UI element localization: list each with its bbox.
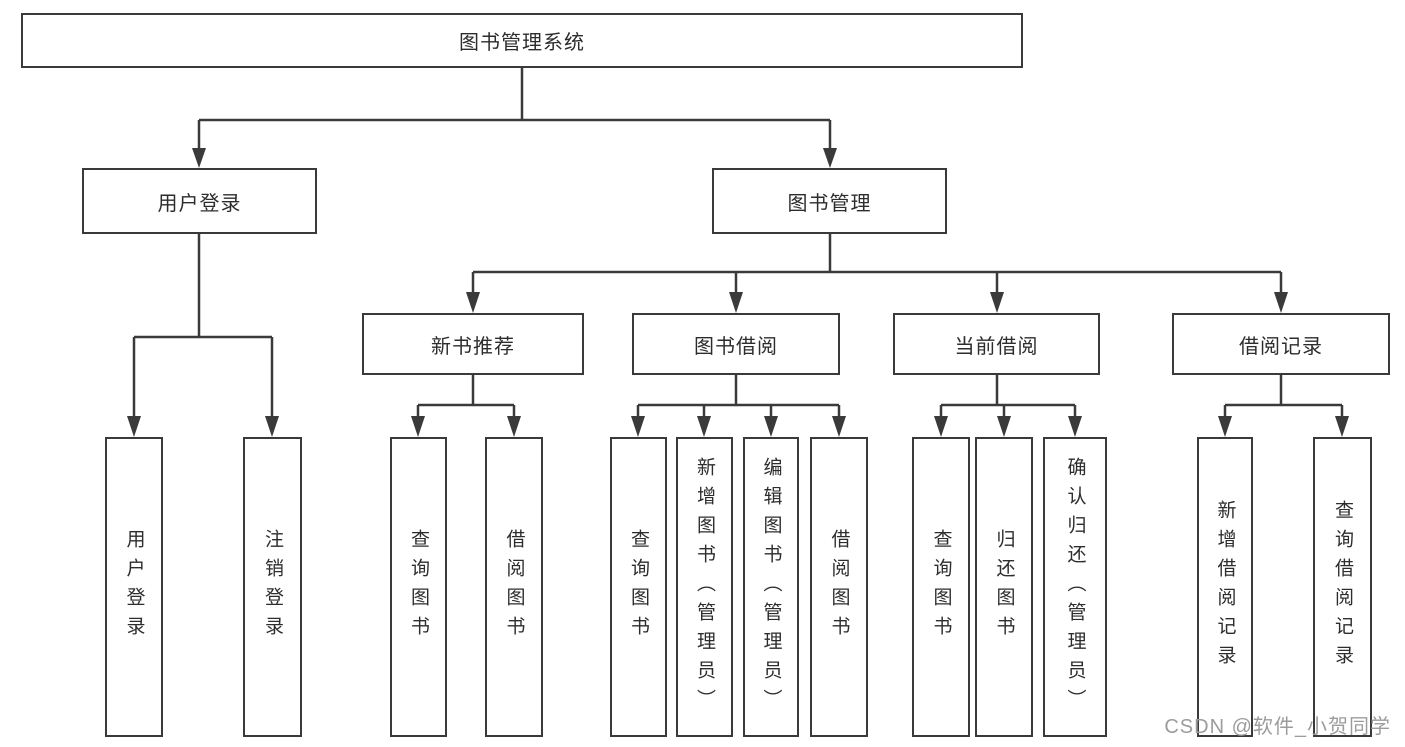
node-book-management: 图书管理 (712, 168, 947, 234)
leaf-query-books-current: 查询图书 (912, 437, 970, 737)
arrowhead (934, 416, 948, 437)
leaf-add-books-admin: 新增图书（管理员） (676, 437, 733, 737)
arrowhead (127, 416, 141, 437)
arrowhead (990, 292, 1004, 313)
arrowhead (631, 416, 645, 437)
node-user-login: 用户登录 (82, 168, 317, 234)
watermark: CSDN @软件_小贺同学 (1164, 716, 1391, 738)
arrowhead (411, 416, 425, 437)
arrowhead (764, 416, 778, 437)
node-book-borrowing: 图书借阅 (632, 313, 840, 375)
arrowhead (1335, 416, 1349, 437)
leaf-borrow-books: 借阅图书 (810, 437, 868, 737)
arrowhead (1068, 416, 1082, 437)
arrowhead (507, 416, 521, 437)
leaf-return-books: 归还图书 (975, 437, 1033, 737)
arrowhead (1274, 292, 1288, 313)
arrowhead (1218, 416, 1232, 437)
leaf-user-login: 用户登录 (105, 437, 163, 737)
leaf-query-books-borrowing: 查询图书 (610, 437, 667, 737)
leaf-logout: 注销登录 (243, 437, 302, 737)
leaf-add-borrow-record: 新增借阅记录 (1197, 437, 1253, 737)
arrowhead (265, 416, 279, 437)
node-borrowing-records: 借阅记录 (1172, 313, 1390, 375)
node-new-book-recommend: 新书推荐 (362, 313, 584, 375)
leaf-edit-books-admin: 编辑图书（管理员） (743, 437, 799, 737)
leaf-borrow-books-recommend: 借阅图书 (485, 437, 543, 737)
node-root-system: 图书管理系统 (21, 13, 1023, 68)
arrowhead (997, 416, 1011, 437)
arrowhead (823, 148, 837, 168)
arrowhead (466, 292, 480, 313)
leaf-confirm-return-admin: 确认归还（管理员） (1043, 437, 1107, 737)
leaf-query-borrow-record: 查询借阅记录 (1313, 437, 1372, 737)
arrowhead (729, 292, 743, 313)
node-current-borrowing: 当前借阅 (893, 313, 1100, 375)
arrowhead (192, 148, 206, 168)
leaf-query-books-recommend: 查询图书 (390, 437, 447, 737)
arrowhead (697, 416, 711, 437)
arrowhead (832, 416, 846, 437)
